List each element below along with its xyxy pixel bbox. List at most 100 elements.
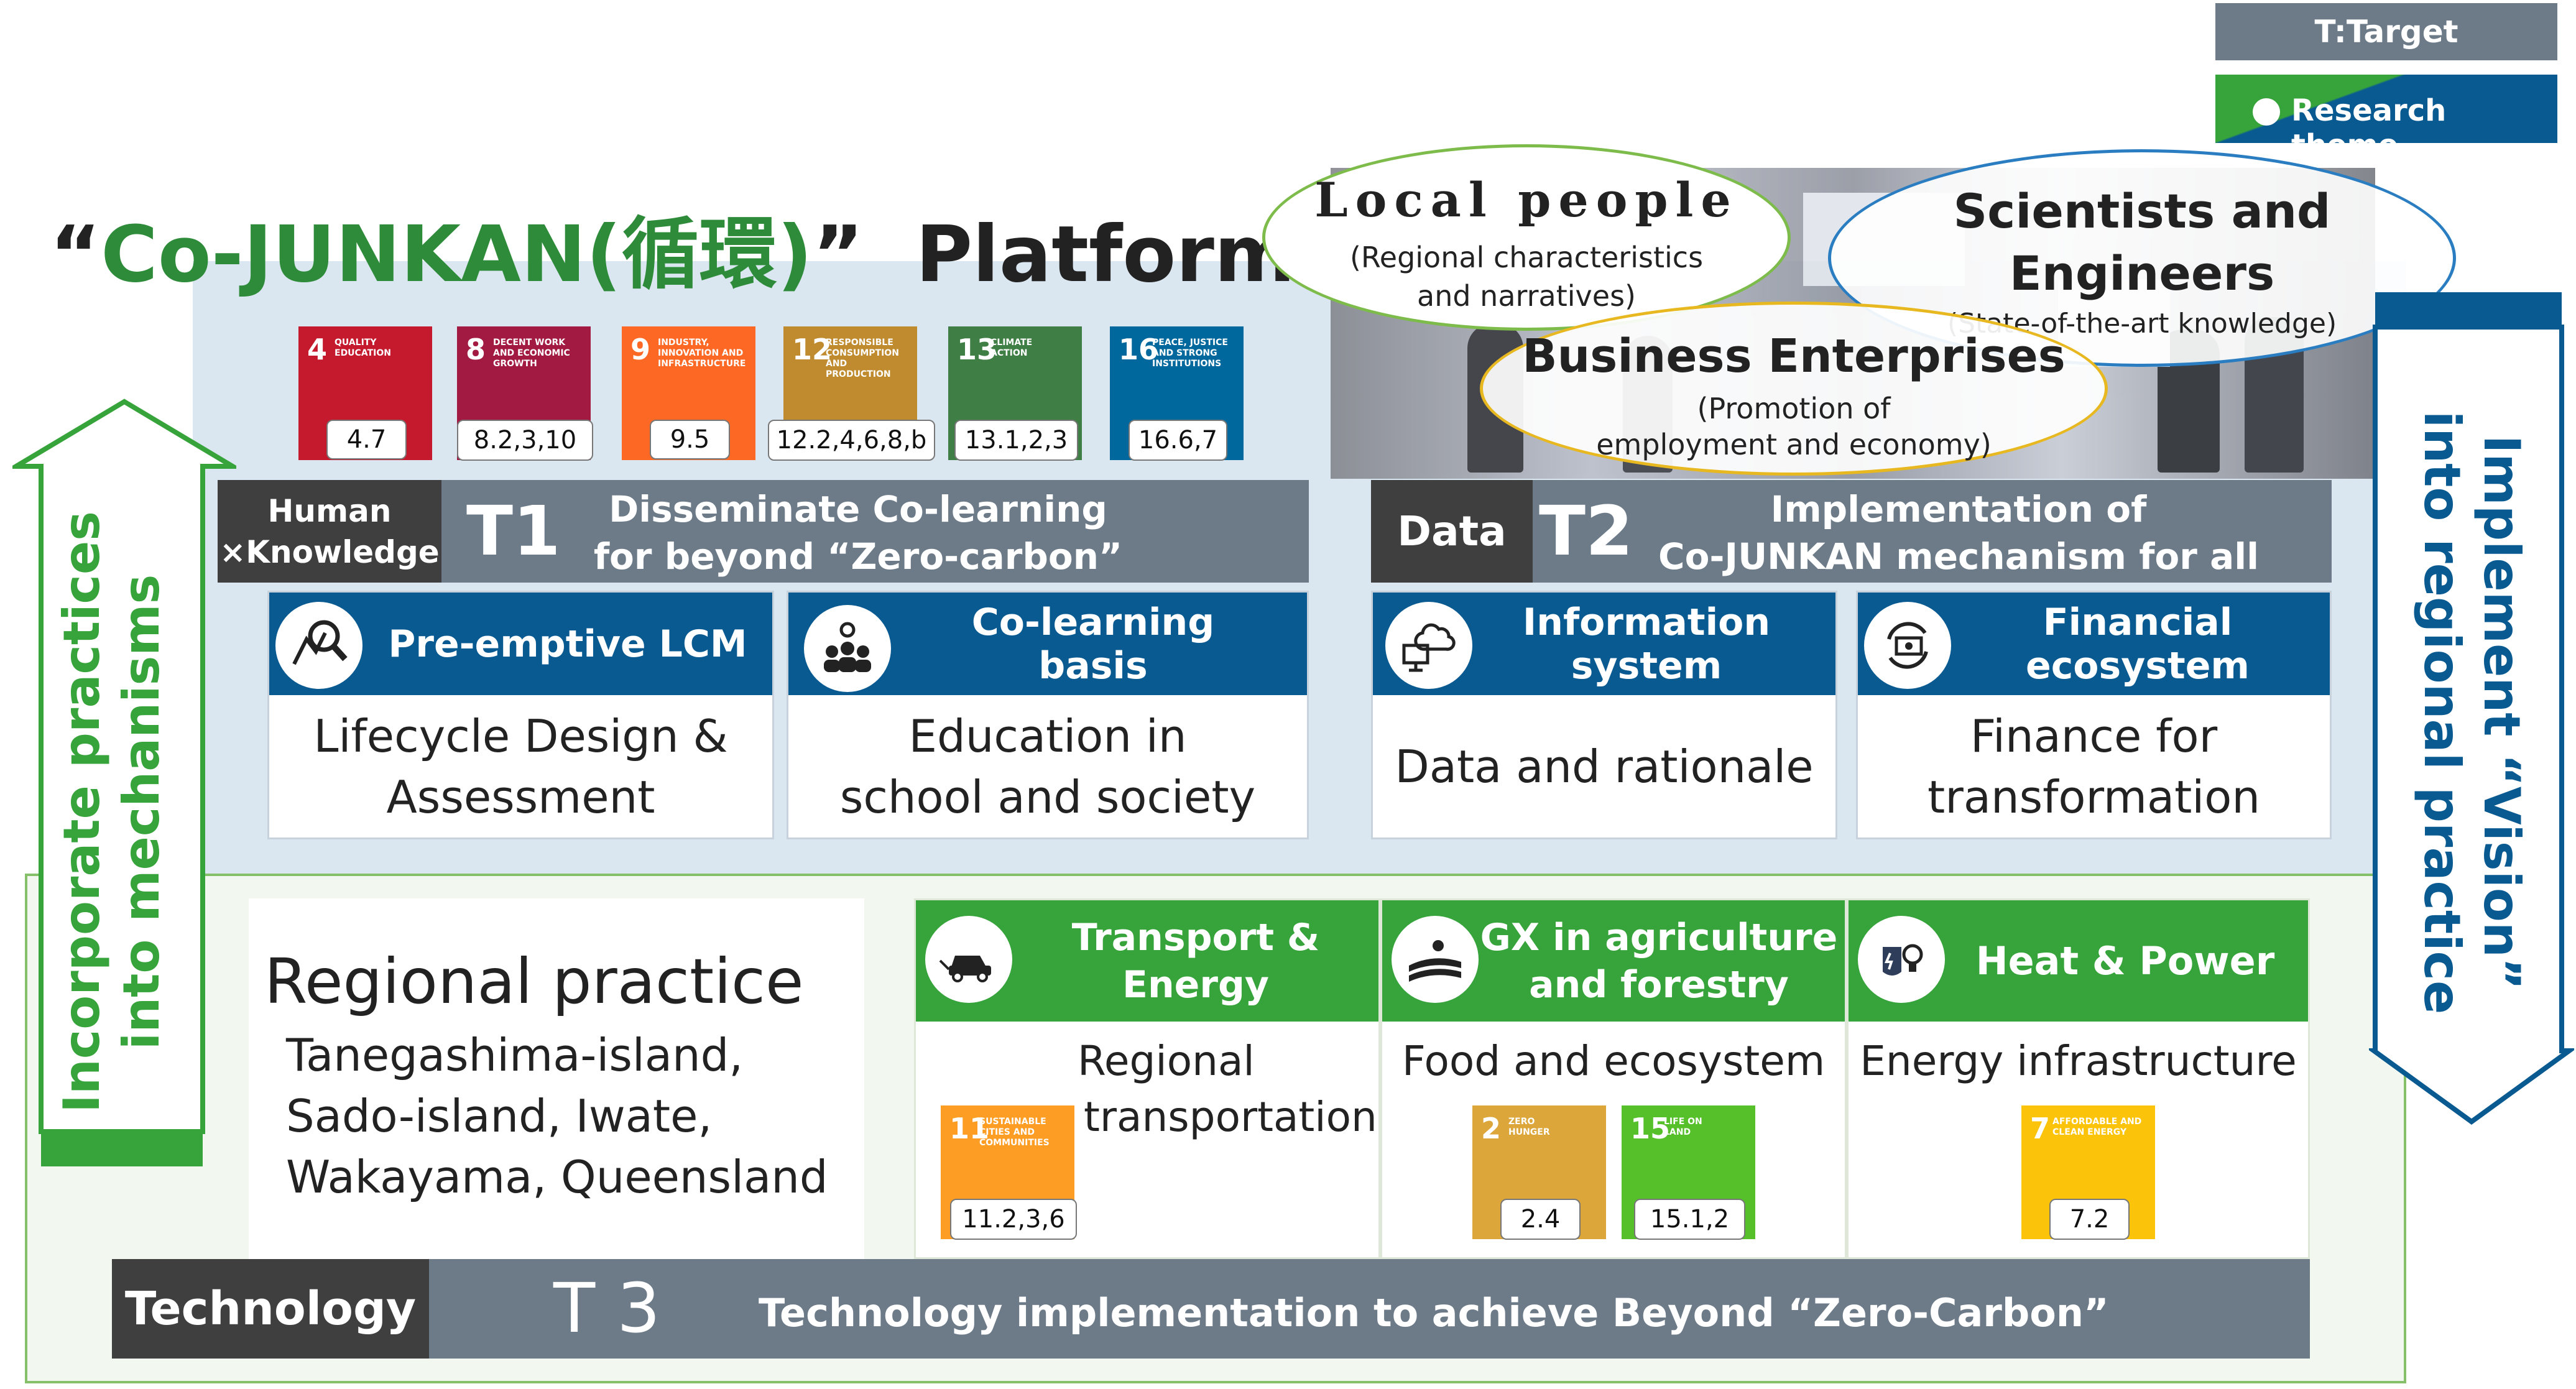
t1-tag-line2: ×Knowledge <box>219 532 439 573</box>
t2-code: T2 <box>1539 491 1633 571</box>
sdg-target-label: 16.6,7 <box>1129 420 1227 461</box>
sdg-name: DECENT WORK AND ECONOMIC GROWTH <box>493 338 586 369</box>
practice-body-line2: transportation <box>1084 1093 1377 1141</box>
car-plug-icon <box>925 916 1012 1003</box>
sdg-name: AFFORDABLE AND CLEAN ENERGY <box>2052 1117 2146 1138</box>
theme-head-line1: Information <box>1523 601 1770 644</box>
practice-head-line2: Energy <box>1122 961 1269 1008</box>
platform-title: “Co-JUNKAN(循環)” Platform <box>50 208 1295 302</box>
scientists-title2: Engineers <box>1831 246 2453 301</box>
sdg-number: 4 <box>307 333 327 366</box>
theme-body-line1: Finance for <box>1970 706 2217 767</box>
people-lightbulb-icon <box>804 605 891 692</box>
title-quote-close: ” <box>813 210 864 300</box>
theme-card-colearning: Co-learning basis Education in school an… <box>787 591 1309 839</box>
practice-head-label: Heat & Power <box>1948 900 2302 1022</box>
t2-title-line2: Co-JUNKAN mechanism for all <box>1658 533 2259 580</box>
sdg-tile-9: 9 INDUSTRY, INNOVATION AND INFRASTRUCTUR… <box>622 326 755 460</box>
sdg-name: SUSTAINABLE CITIES AND COMMUNITIES <box>979 1117 1073 1148</box>
theme-body-line2: transformation <box>1927 767 2260 828</box>
theme-head-line2: ecosystem <box>2026 644 2250 688</box>
local-people-title: Local people <box>1265 172 1788 228</box>
sdg-number: 9 <box>630 333 650 366</box>
theme-body: Data and rationale <box>1373 695 1835 838</box>
sdg-target-label: 12.2,4,6,8,b <box>768 420 935 461</box>
theme-body: Finance for transformation <box>1858 695 2330 838</box>
sdg-target-label: 11.2,3,6 <box>950 1199 1077 1240</box>
t3-title: Technology implementation to achieve Bey… <box>759 1290 2109 1336</box>
t1-tag-line1: Human <box>268 491 392 532</box>
practice-head-line2: and forestry <box>1529 961 1789 1008</box>
sdg-name: CLIMATE ACTION <box>990 338 1071 359</box>
sdg-tile-2: 2 ZERO HUNGER 2.4 <box>1472 1105 1606 1239</box>
regional-line3: Wakayama, Queensland <box>286 1151 828 1203</box>
legend-target-label: T:Target <box>2314 14 2458 50</box>
sdg-name: ZERO HUNGER <box>1508 1117 1571 1138</box>
sdg-tile-4: 4 QUALITY EDUCATION 4.7 <box>298 326 432 460</box>
money-cycle-icon <box>1864 602 1951 689</box>
sdg-target-label: 15.1,2 <box>1634 1199 1745 1240</box>
right-arrow-line1: Implement “Vision” <box>2472 371 2531 1054</box>
heat-bulb-icon <box>1858 916 1945 1003</box>
right-arrow-line2: into regional practice <box>2412 371 2472 1054</box>
theme-body-line1: Data and rationale <box>1395 736 1813 797</box>
sdg-name: RESPONSIBLE CONSUMPTION AND PRODUCTION <box>826 338 913 380</box>
theme-head-line2: basis <box>1038 644 1147 688</box>
sdg-tile-13: 13 CLIMATE ACTION 13.1,2,3 <box>948 326 1082 460</box>
theme-body: Education in school and society <box>788 695 1307 838</box>
practice-body-line1: Energy infrastructure <box>1849 1037 2308 1085</box>
sdg-tile-16: 16 PEACE, JUSTICE AND STRONG INSTITUTION… <box>1110 326 1244 460</box>
practice-head-label: Transport & Energy <box>1022 900 1370 1022</box>
theme-head-label: Pre-emptive LCM <box>369 593 767 695</box>
sdg-target-label: 8.2,3,10 <box>457 420 593 461</box>
sdg-number: 2 <box>1481 1112 1501 1145</box>
sdg-number: 8 <box>466 333 486 366</box>
theme-body-line2: school and society <box>840 767 1255 828</box>
sdg-target-label: 2.4 <box>1500 1199 1581 1240</box>
title-quote-open: “ <box>50 210 101 300</box>
practice-card-transport: Transport & Energy Regional transportati… <box>914 898 1380 1259</box>
practice-head-line1: GX in agriculture <box>1480 914 1838 961</box>
sdg-tile-12: 12 RESPONSIBLE CONSUMPTION AND PRODUCTIO… <box>783 326 917 460</box>
practice-head-label: GX in agriculture and forestry <box>1475 900 1842 1022</box>
title-word: Platform <box>915 210 1295 300</box>
t2-title: Implementation of Co-JUNKAN mechanism fo… <box>1641 486 2276 579</box>
sdg-target-label: 4.7 <box>326 420 407 459</box>
left-arrow-line2: into mechanisms <box>112 439 172 1185</box>
scientists-title1: Scientists and <box>1831 183 2453 239</box>
left-arrow-line1: Incorporate practices <box>52 439 112 1185</box>
theme-body-line1: Education in <box>909 706 1187 767</box>
theme-head-line1: Financial <box>2043 601 2233 644</box>
theme-body: Lifecycle Design & Assessment <box>269 695 772 838</box>
regional-title: Regional practice <box>264 945 804 1018</box>
sdg-tile-15: 15 LIFE ON LAND 15.1,2 <box>1622 1105 1755 1239</box>
regional-line1: Tanegashima-island, <box>286 1029 743 1081</box>
legend-target: T:Target <box>2215 3 2557 60</box>
sdg-target-label: 13.1,2,3 <box>954 420 1078 461</box>
theme-head-line1: Pre-emptive LCM <box>388 622 747 666</box>
t3-code: T 3 <box>553 1268 660 1348</box>
regional-line2: Sado-island, Iwate, <box>286 1090 712 1142</box>
field-sun-icon <box>1392 916 1479 1003</box>
business-sub2: employment and economy) <box>1483 428 2105 461</box>
magnifier-chart-icon <box>275 602 362 689</box>
theme-head-label: Information system <box>1479 593 1814 695</box>
title-name: Co-JUNKAN(循環) <box>101 210 813 300</box>
sdg-tile-7: 7 AFFORDABLE AND CLEAN ENERGY 7.2 <box>2021 1105 2155 1239</box>
t1-title: Disseminate Co-learning for beyond “Zero… <box>591 486 1125 579</box>
practice-head-line1: Transport & <box>1072 914 1320 961</box>
practice-body-line1: Food and ecosystem <box>1382 1037 1845 1085</box>
sdg-name: PEACE, JUSTICE AND STRONG INSTITUTIONS <box>1152 338 1239 369</box>
local-people-ellipse: Local people (Regional characteristics a… <box>1262 144 1791 331</box>
t2-title-line1: Implementation of <box>1771 486 2147 533</box>
t2-tag: Data <box>1371 480 1533 583</box>
practice-card-gx: GX in agriculture and forestry Food and … <box>1380 898 1847 1259</box>
right-arrow-text: Implement “Vision” into regional practic… <box>2412 371 2531 1054</box>
theme-card-information: Information system Data and rationale <box>1371 591 1837 839</box>
legend-theme-label: Research theme <box>2291 93 2557 163</box>
practice-head-line1: Heat & Power <box>1976 938 2275 984</box>
regional-practice-card: Regional practice Tanegashima-island, Sa… <box>249 898 864 1259</box>
t1-code: T1 <box>466 491 561 571</box>
local-people-sub1: (Regional characteristics <box>1265 241 1788 274</box>
business-sub1: (Promotion of <box>1483 392 2105 425</box>
